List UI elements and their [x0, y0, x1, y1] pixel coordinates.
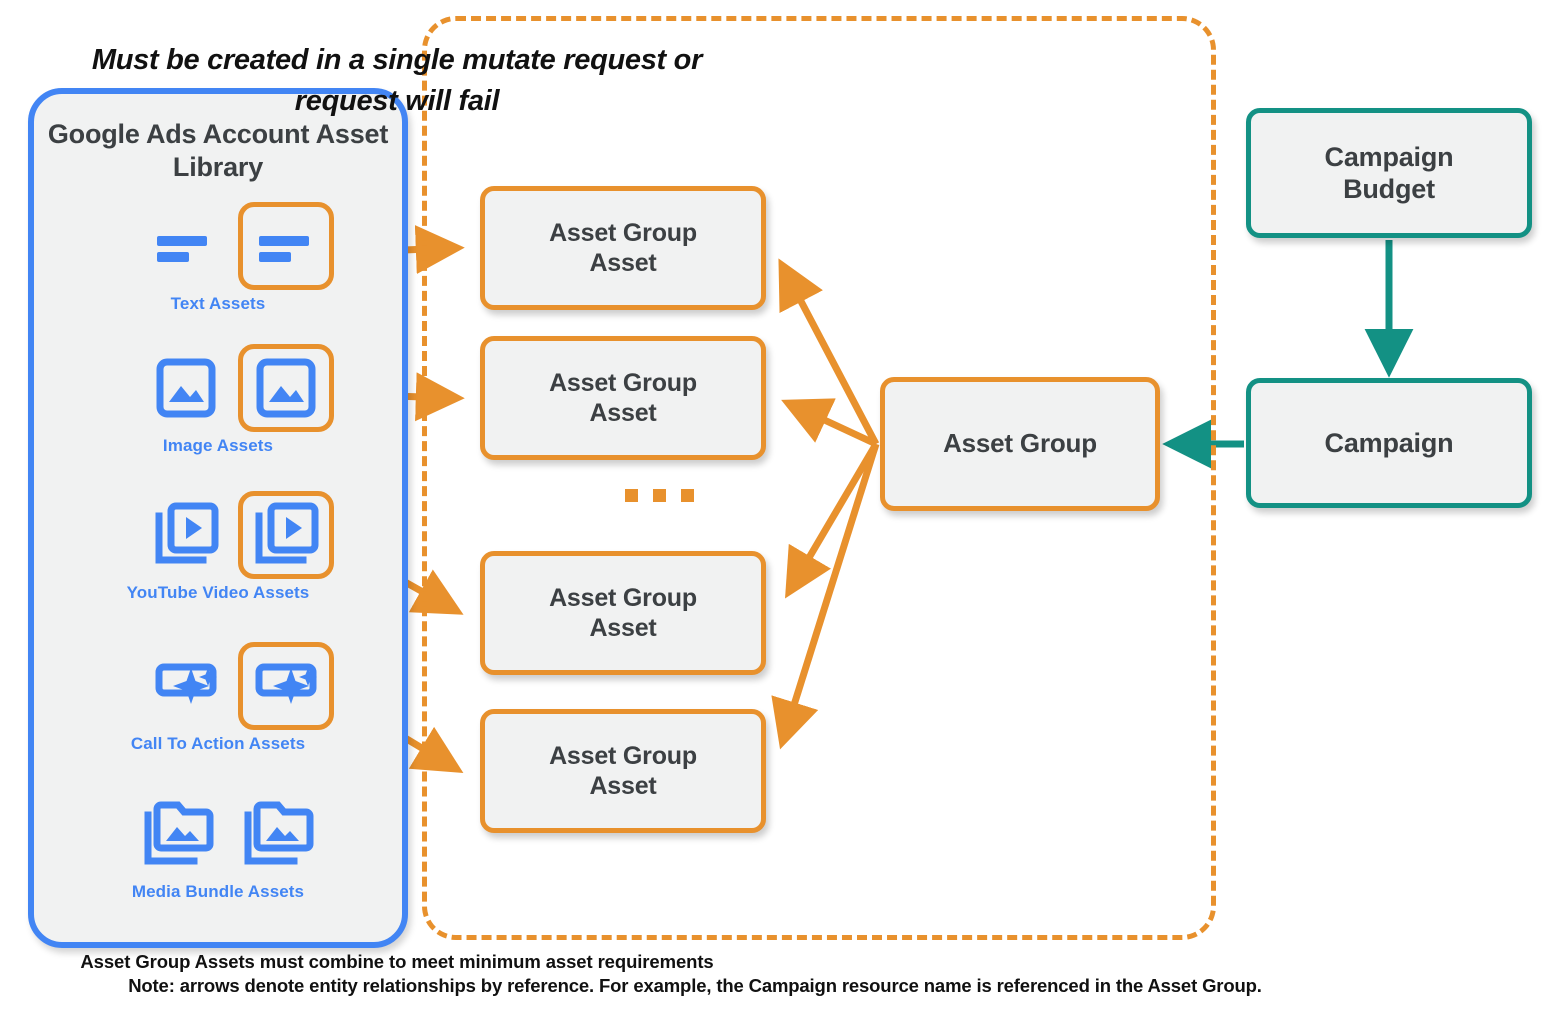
campaign-node[interactable]: Campaign	[1246, 378, 1532, 508]
mutate-request-note: Must be created in a single mutate reque…	[40, 40, 754, 122]
asset-group-label: Asset Group	[943, 428, 1097, 459]
asset-library-title-line1: Google Ads Account	[47, 119, 310, 149]
asset-row-image[interactable]: Image Assets	[34, 344, 402, 456]
text-asset-icon-selected[interactable]	[238, 202, 334, 290]
media-bundle-asset-icon	[130, 790, 226, 878]
asset-label-youtube: YouTube Video Assets	[126, 583, 310, 602]
asset-label-media-bundle: Media Bundle Assets	[131, 882, 305, 901]
ellipsis-dot-1	[625, 489, 638, 502]
asset-library-panel: Google Ads Account Asset Library	[28, 88, 408, 948]
campaign-budget-node[interactable]: Campaign Budget	[1246, 108, 1532, 238]
asset-label-cta: Call To Action Assets	[130, 734, 306, 753]
aga1-line2: Asset	[589, 249, 657, 277]
aga2-line1: Asset Group	[549, 369, 697, 397]
campaign-budget-label-line1: Campaign	[1324, 141, 1454, 172]
aga4-line2: Asset	[589, 772, 657, 800]
mutate-note-line2: or request will fail	[294, 44, 703, 118]
ellipsis-dot-2	[653, 489, 666, 502]
asset-group-asset-node-3[interactable]: Asset Group Asset	[480, 551, 766, 675]
mutate-request-container	[422, 16, 1216, 940]
asset-row-youtube[interactable]: YouTube Video Assets	[34, 491, 402, 603]
campaign-label: Campaign	[1324, 427, 1454, 458]
ellipsis-indicator	[625, 489, 694, 502]
image-asset-icon-selected[interactable]	[238, 344, 334, 432]
asset-group-asset-node-4[interactable]: Asset Group Asset	[480, 709, 766, 833]
asset-row-text[interactable]: Text Assets	[34, 202, 402, 314]
call-to-action-asset-icon-selected[interactable]	[238, 642, 334, 730]
asset-label-image: Image Assets	[162, 436, 274, 455]
asset-library-title: Google Ads Account Asset Library	[34, 118, 402, 185]
mutate-footer-note: Asset Group Assets must combine to meet …	[80, 951, 714, 972]
aga1-line1: Asset Group	[549, 219, 697, 247]
asset-group-asset-node-1[interactable]: Asset Group Asset	[480, 186, 766, 310]
mutate-note-line1: Must be created in a single mutate reque…	[91, 44, 666, 76]
asset-group-node[interactable]: Asset Group	[880, 377, 1160, 511]
youtube-video-asset-icon-selected[interactable]	[238, 491, 334, 579]
image-asset-icon	[138, 344, 234, 432]
text-asset-icon	[138, 202, 234, 290]
aga3-line1: Asset Group	[549, 584, 697, 612]
aga2-line2: Asset	[589, 399, 657, 427]
asset-row-cta[interactable]: Call To Action Assets	[34, 642, 402, 754]
footer-note: Note: arrows denote entity relationships…	[128, 975, 1262, 996]
asset-library-title-line2: Asset Library	[172, 119, 389, 183]
youtube-video-asset-icon	[138, 491, 234, 579]
aga4-line1: Asset Group	[549, 742, 697, 770]
aga3-line2: Asset	[589, 614, 657, 642]
media-bundle-asset-icon-2	[230, 790, 326, 878]
ellipsis-dot-3	[681, 489, 694, 502]
campaign-budget-label-line2: Budget	[1343, 174, 1435, 204]
call-to-action-asset-icon	[138, 642, 234, 730]
asset-row-media-bundle[interactable]: Media Bundle Assets	[34, 790, 402, 902]
asset-group-asset-node-2[interactable]: Asset Group Asset	[480, 336, 766, 460]
asset-label-text: Text Assets	[170, 294, 266, 313]
